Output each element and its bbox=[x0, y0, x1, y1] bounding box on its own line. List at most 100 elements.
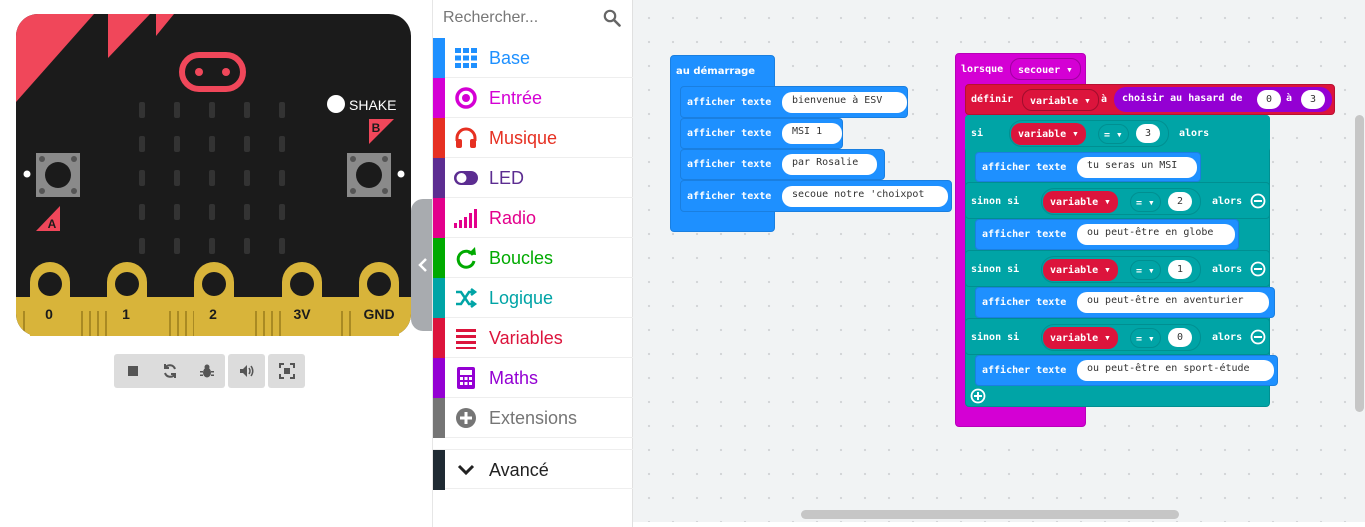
microbit-board[interactable]: 0 1 2 3V GND bbox=[16, 14, 411, 336]
category-label: Avancé bbox=[489, 460, 549, 480]
category-logique[interactable]: Logique bbox=[433, 278, 633, 318]
category-stripe bbox=[433, 118, 445, 158]
category-led[interactable]: LED bbox=[433, 158, 633, 198]
show-string-block[interactable]: afficher texte tu seras un MSI bbox=[975, 152, 1201, 182]
category-maths[interactable]: Maths bbox=[433, 358, 633, 398]
shake-button[interactable] bbox=[327, 95, 345, 113]
refresh-icon bbox=[456, 247, 476, 269]
pin-2[interactable] bbox=[194, 262, 234, 336]
variable-dropdown[interactable]: variable bbox=[1043, 327, 1118, 349]
grid-icon bbox=[455, 48, 477, 68]
fullscreen-button[interactable] bbox=[268, 354, 305, 388]
shake-label: SHAKE bbox=[349, 97, 396, 113]
random-from-input[interactable]: 0 bbox=[1257, 90, 1281, 109]
pin-0[interactable] bbox=[30, 262, 70, 336]
operator-dropdown[interactable]: = bbox=[1130, 260, 1161, 280]
show-string-block[interactable]: afficher texte secoue notre 'choixpot bbox=[680, 180, 952, 212]
compare-block[interactable]: variable = 0 bbox=[1041, 324, 1201, 351]
category-boucles[interactable]: Boucles bbox=[433, 238, 633, 278]
category-variables[interactable]: Variables bbox=[433, 318, 633, 358]
number-input[interactable]: 0 bbox=[1168, 328, 1192, 347]
category-label: Musique bbox=[489, 128, 558, 148]
variable-dropdown[interactable]: variable bbox=[1043, 191, 1118, 213]
block-label: afficher texte bbox=[982, 162, 1067, 173]
horizontal-scrollbar[interactable] bbox=[801, 510, 1179, 519]
mute-button[interactable] bbox=[228, 354, 265, 388]
show-string-block[interactable]: afficher texte MSI 1 bbox=[680, 118, 843, 149]
circle-dot-icon bbox=[455, 87, 477, 109]
random-to-input[interactable]: 3 bbox=[1301, 90, 1325, 109]
compare-block[interactable]: variable = 3 bbox=[1009, 120, 1169, 147]
debug-button[interactable] bbox=[188, 354, 225, 388]
remove-branch-icon[interactable] bbox=[1250, 193, 1266, 209]
category-stripe bbox=[433, 198, 445, 238]
variable-dropdown[interactable]: variable bbox=[1022, 89, 1099, 111]
category-label: Base bbox=[489, 48, 531, 68]
operator-dropdown[interactable]: = bbox=[1130, 192, 1161, 212]
collapse-simulator-button[interactable] bbox=[411, 199, 435, 331]
block-label: sinon si bbox=[971, 264, 1020, 275]
category-label: LED bbox=[489, 168, 525, 188]
compare-block[interactable]: variable = 2 bbox=[1041, 188, 1201, 215]
restart-button[interactable] bbox=[151, 354, 188, 388]
category-label: Radio bbox=[489, 208, 537, 228]
category-avance[interactable]: Avancé bbox=[433, 449, 633, 490]
remove-branch-icon[interactable] bbox=[1250, 261, 1266, 277]
add-branch-icon[interactable] bbox=[970, 388, 986, 404]
else-if-row: sinon si variable = 2 alors bbox=[965, 182, 1270, 219]
show-string-block[interactable]: afficher texte ou peut-être en globe bbox=[975, 219, 1239, 250]
category-stripe bbox=[433, 278, 445, 318]
vertical-scrollbar[interactable] bbox=[1355, 115, 1364, 412]
pin-label: 3V bbox=[293, 306, 311, 322]
number-input[interactable]: 1 bbox=[1168, 260, 1192, 279]
string-input[interactable]: ou peut-être en globe bbox=[1077, 224, 1235, 245]
variable-dropdown[interactable]: variable bbox=[1043, 259, 1118, 281]
category-stripe bbox=[433, 158, 445, 198]
block-label: afficher texte bbox=[982, 365, 1067, 376]
button-a[interactable] bbox=[36, 153, 80, 197]
block-label: alors bbox=[1212, 264, 1243, 275]
show-string-block[interactable]: afficher texte bienvenue à ESV bbox=[680, 86, 908, 118]
search-icon[interactable] bbox=[603, 9, 621, 27]
block-label: afficher texte bbox=[687, 159, 772, 170]
pin-3v[interactable] bbox=[282, 262, 322, 336]
string-input[interactable]: ou peut-être en sport-étude bbox=[1077, 360, 1274, 381]
show-string-block[interactable]: afficher texte ou peut-être en sport-étu… bbox=[975, 355, 1278, 386]
number-input[interactable]: 3 bbox=[1136, 124, 1160, 143]
pin-1[interactable] bbox=[107, 262, 147, 336]
blocks-workspace[interactable]: au démarrage afficher texte bienvenue à … bbox=[633, 0, 1365, 522]
string-input[interactable]: ou peut-être en aventurier bbox=[1077, 292, 1269, 313]
category-entree[interactable]: Entrée bbox=[433, 78, 633, 118]
random-block[interactable]: choisir au hasard de 0 à 3 bbox=[1114, 87, 1332, 112]
show-string-block[interactable]: afficher texte ou peut-être en aventurie… bbox=[975, 287, 1275, 318]
button-a-label: A bbox=[48, 217, 57, 231]
block-label: si bbox=[971, 128, 984, 139]
set-variable-block[interactable]: définir variable à choisir au hasard de … bbox=[965, 84, 1335, 115]
stop-button[interactable] bbox=[114, 354, 151, 388]
variable-dropdown[interactable]: variable bbox=[1011, 123, 1086, 145]
operator-dropdown[interactable]: = bbox=[1098, 124, 1129, 144]
show-string-block[interactable]: afficher texte par Rosalie bbox=[680, 149, 885, 180]
string-input[interactable]: MSI 1 bbox=[782, 123, 842, 144]
compare-block[interactable]: variable = 1 bbox=[1041, 256, 1201, 283]
string-input[interactable]: par Rosalie bbox=[782, 154, 877, 175]
string-input[interactable]: secoue notre 'choixpot bbox=[782, 186, 948, 207]
remove-branch-icon[interactable] bbox=[1250, 329, 1266, 345]
category-musique[interactable]: Musique bbox=[433, 118, 633, 158]
category-extensions[interactable]: Extensions bbox=[433, 398, 633, 438]
number-input[interactable]: 2 bbox=[1168, 192, 1192, 211]
string-input[interactable]: tu seras un MSI bbox=[1077, 157, 1197, 178]
button-b[interactable] bbox=[347, 153, 391, 197]
block-label: à bbox=[1286, 93, 1293, 104]
category-radio[interactable]: Radio bbox=[433, 198, 633, 238]
gesture-dropdown[interactable]: secouer bbox=[1010, 58, 1081, 80]
category-stripe bbox=[433, 450, 445, 490]
touch-logo[interactable] bbox=[179, 52, 246, 92]
operator-dropdown[interactable]: = bbox=[1130, 328, 1161, 348]
search-input[interactable] bbox=[443, 7, 593, 29]
category-base[interactable]: Base bbox=[433, 38, 633, 78]
refresh-icon bbox=[163, 364, 176, 378]
headphones-icon bbox=[455, 127, 477, 148]
string-input[interactable]: bienvenue à ESV bbox=[782, 92, 907, 113]
pin-gnd[interactable] bbox=[359, 262, 399, 336]
